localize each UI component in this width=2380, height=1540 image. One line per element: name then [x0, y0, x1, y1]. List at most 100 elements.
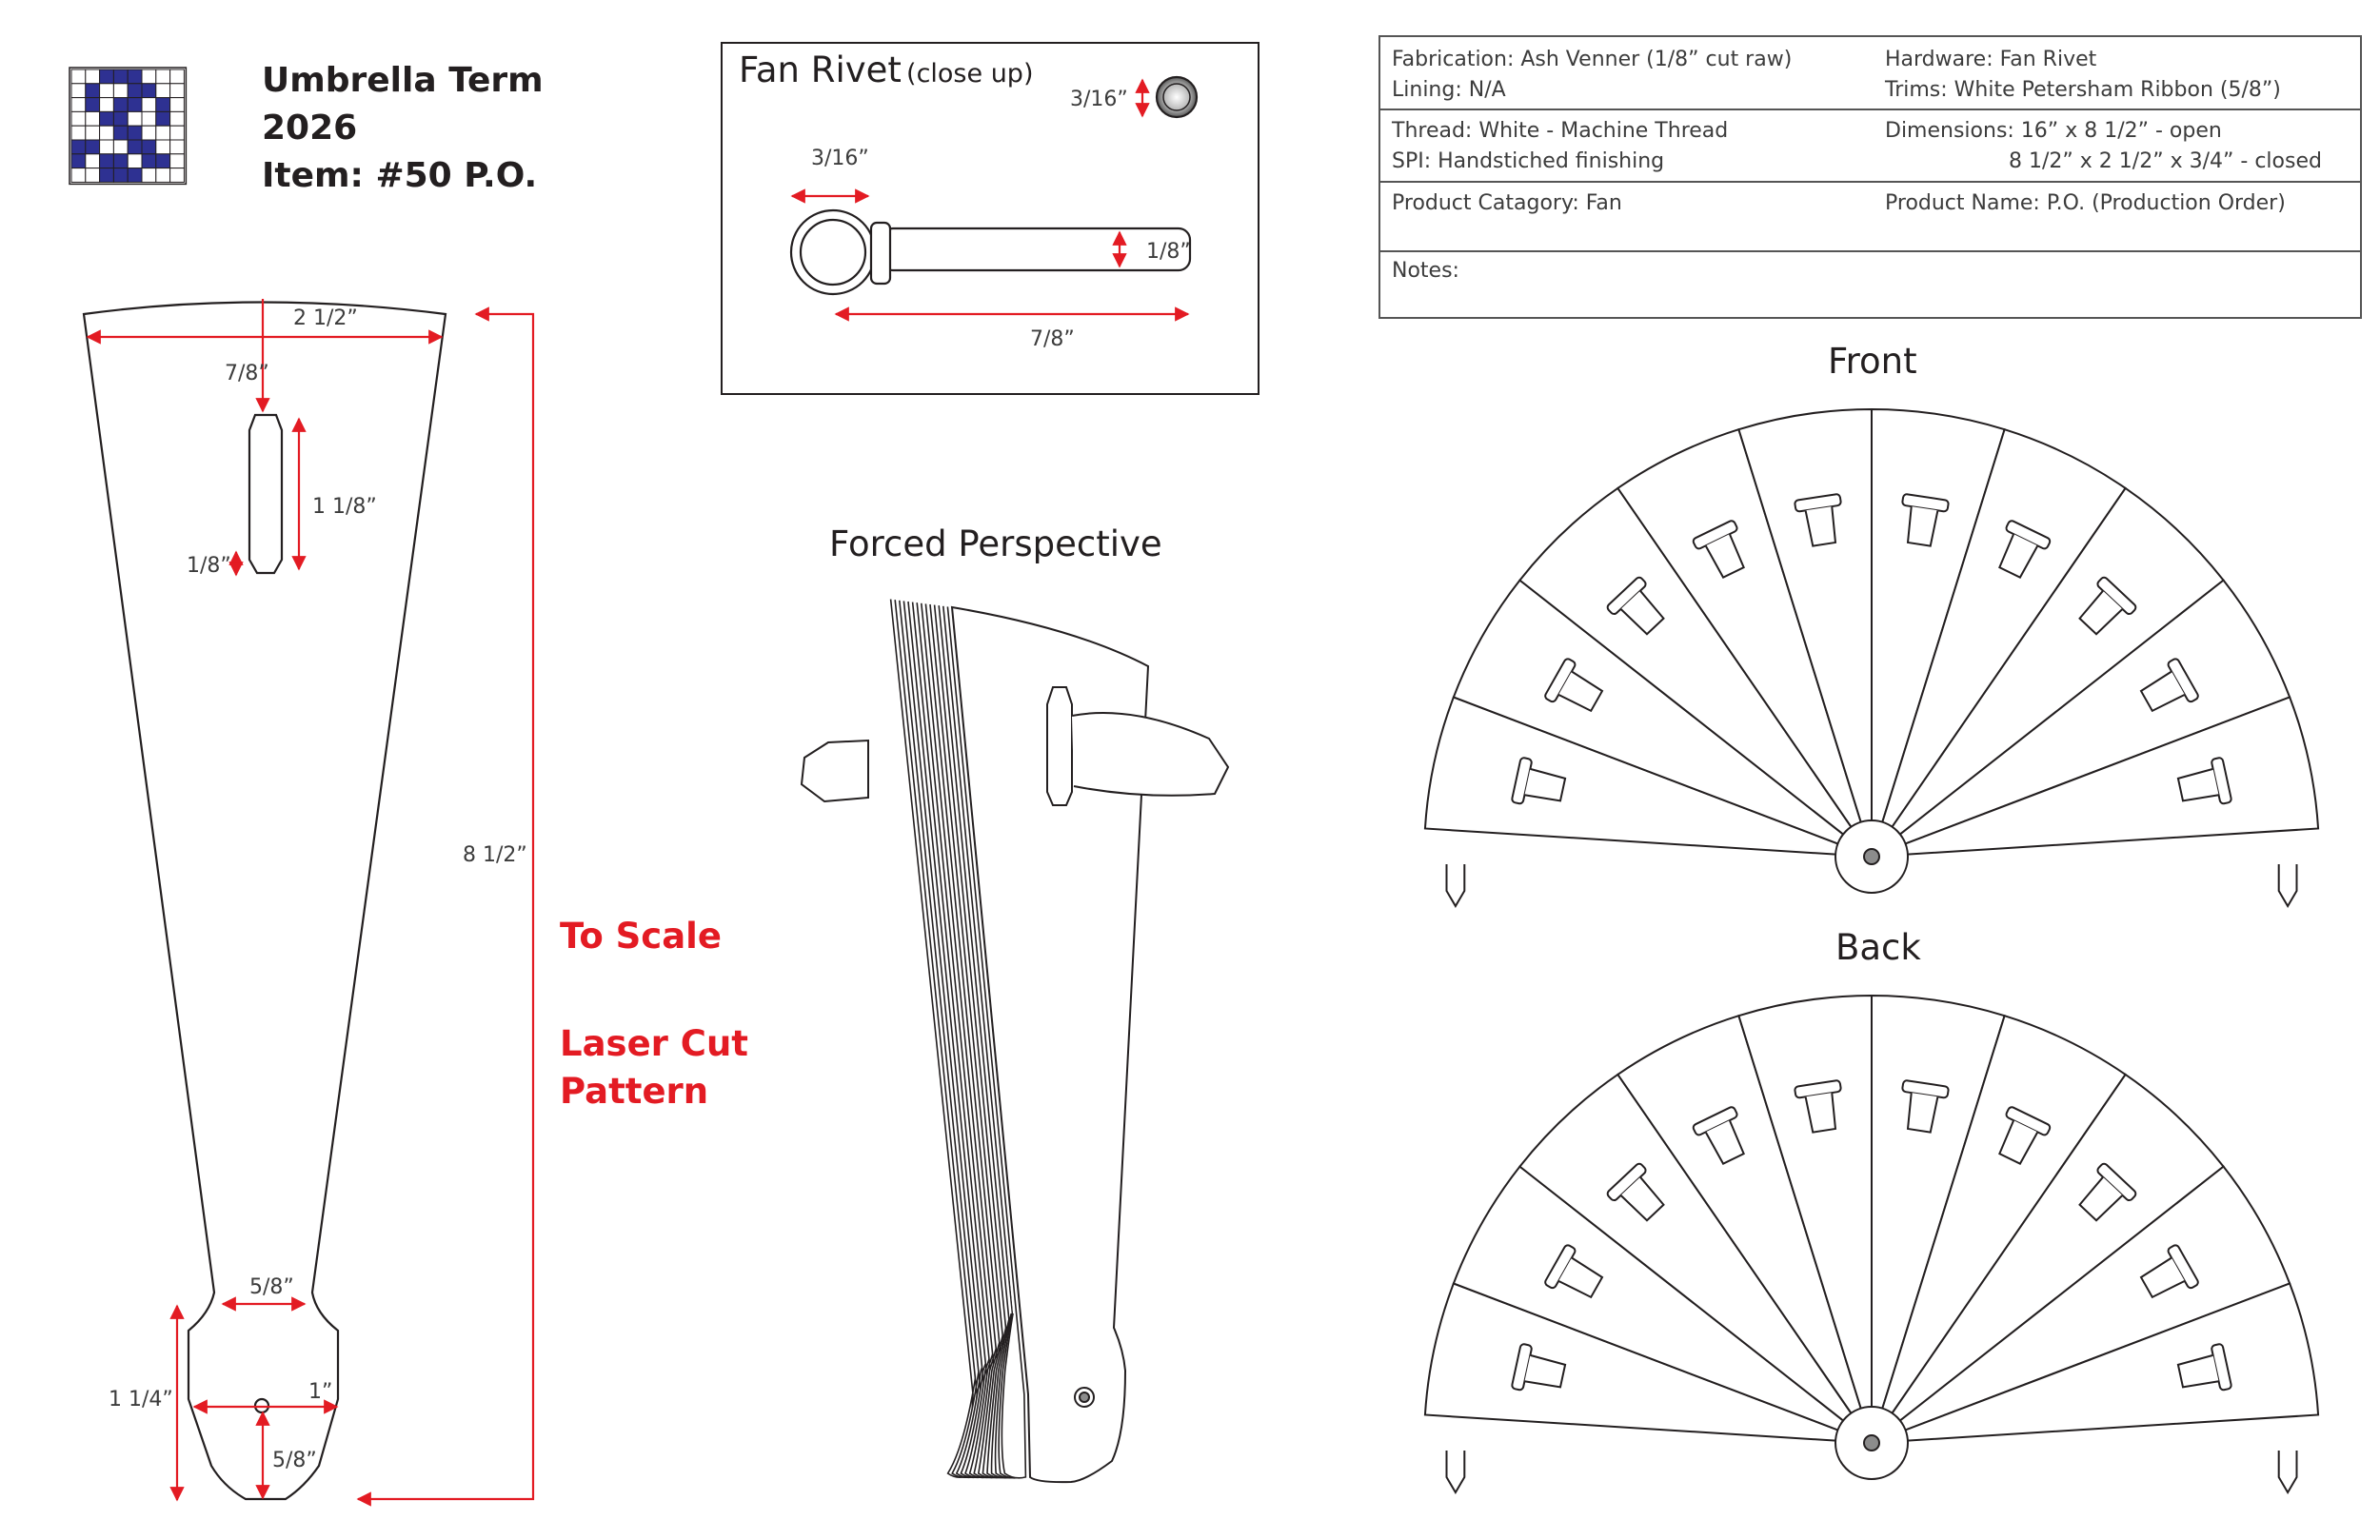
slot-cut [1544, 1244, 1577, 1290]
logo-pixel [169, 110, 185, 127]
ribbon-slot [1998, 1106, 2052, 1165]
logo-pixel [85, 69, 101, 85]
perspective-layer [946, 606, 1027, 1479]
logo-pixel [85, 110, 101, 127]
logo-pixel [155, 110, 171, 127]
logo-pixel [169, 83, 185, 99]
fan-rivet-icon [1863, 1434, 1880, 1451]
fan-tip-left [1445, 1451, 1466, 1494]
label-slot-width: 1/8” [187, 554, 231, 578]
logo-pixel [141, 139, 157, 155]
slot-cut [1692, 520, 1738, 550]
logo-pixel [85, 125, 101, 141]
logo-pixel [70, 69, 87, 85]
rivet-title-sub: (close up) [906, 59, 1034, 89]
label-rivet-cap: 3/16” [1070, 88, 1128, 111]
ribbon-tail [1998, 1119, 2039, 1165]
ribbon-slot [2078, 1162, 2137, 1222]
label-head-height: 1 1/4” [109, 1388, 173, 1412]
rivet-closeup-panel [721, 42, 1259, 395]
fan-tip-right [2277, 1451, 2298, 1494]
logo-pixel [155, 83, 171, 99]
logo-pixel [85, 168, 101, 183]
logo-pixel [141, 83, 157, 99]
label-rivet-shaft-length: 7/8” [1030, 327, 1075, 351]
logo-pixel [155, 168, 171, 183]
slot-cut [1544, 658, 1577, 703]
logo-pixel [70, 97, 87, 112]
spec-category: Product Catagory: Fan [1392, 191, 1622, 215]
logo-pixel [112, 168, 129, 183]
logo-pixel [70, 125, 87, 141]
ribbon-slot [1544, 1244, 1604, 1299]
logo-pixel [127, 97, 143, 112]
fan-tip-right [2277, 864, 2298, 908]
ribbon-tail [1906, 1092, 1939, 1134]
back-view-fan [1423, 994, 2320, 1494]
rivet-title-main: Fan Rivet [739, 49, 902, 90]
logo-pixel [85, 139, 101, 155]
logo-pixel [127, 83, 143, 99]
logo-pixel [99, 69, 114, 85]
item-number: Item: #50 P.O. [262, 156, 538, 195]
logo-pixel [99, 168, 114, 183]
logo-pixel [112, 69, 129, 85]
spec-notes: Notes: [1392, 259, 1459, 283]
ribbon-tail [1557, 670, 1604, 713]
label-head-width: 1” [308, 1380, 333, 1404]
front-view-label: Front [1828, 341, 1917, 382]
logo-pixel [70, 110, 87, 127]
perspective-drawing [800, 599, 1230, 1484]
logo-pixel [99, 139, 114, 155]
slot-cut [2211, 757, 2232, 805]
note-laser-cut-line2: Pattern [560, 1071, 709, 1112]
ribbon-slot [2176, 757, 2232, 805]
ribbon-slot [1544, 658, 1604, 713]
logo-pixel [127, 125, 143, 141]
ribbon-tail [1804, 505, 1837, 547]
label-width-top: 2 1/2” [293, 306, 358, 330]
spec-spi: SPI: Handstiched finishing [1392, 149, 1665, 173]
label-rivet-head: 3/16” [811, 147, 869, 170]
fan-blade [1871, 696, 2320, 858]
ribbon-slot [1901, 493, 1950, 547]
blade-pattern [82, 301, 447, 1501]
logo-pixel [127, 110, 143, 127]
logo-pixel [169, 69, 185, 85]
logo-pixel [85, 153, 101, 169]
ribbon-slot [2078, 576, 2137, 636]
slot-cut [1606, 1162, 1647, 1202]
ribbon-slot [1606, 1162, 1665, 1222]
logo-pixel [112, 153, 129, 169]
note-laser-cut: Laser Cut Pattern [560, 1020, 748, 1116]
ribbon-slot [1901, 1079, 1950, 1134]
logo-pixel [169, 168, 185, 183]
project-name: Umbrella Term [262, 61, 544, 100]
label-height-total: 8 1/2” [463, 843, 527, 867]
logo-pixel [70, 83, 87, 99]
spec-row-category: Product Catagory: Fan Product Name: P.O.… [1380, 183, 2360, 252]
logo-pixel [169, 125, 185, 141]
logo-pixel [127, 168, 143, 183]
ribbon-tail [1619, 590, 1665, 636]
ribbon-tail [1998, 533, 2039, 579]
spec-table: Fabrication: Ash Venner (1/8” cut raw) L… [1378, 35, 2362, 319]
logo-pixel [112, 97, 129, 112]
note-to-scale: To Scale [560, 916, 722, 957]
logo-pixel [127, 153, 143, 169]
spec-hardware: Hardware: Fan Rivet [1885, 48, 2097, 71]
slot-cut [2211, 1343, 2232, 1392]
ribbon-slot [2139, 1244, 2199, 1299]
logo-pixel [155, 97, 171, 112]
logo-pixel [112, 83, 129, 99]
ribbon-tail [1524, 767, 1567, 802]
logo-pixel [70, 153, 87, 169]
ribbon-slot [1511, 757, 1567, 805]
ribbon-slot [1692, 1106, 1745, 1165]
logo-pixel [99, 125, 114, 141]
slot-cut [1901, 1079, 1950, 1099]
spec-row-notes: Notes: [1380, 252, 2360, 319]
ribbon-tail [2139, 1256, 2186, 1299]
project-year: 2026 [262, 109, 358, 148]
